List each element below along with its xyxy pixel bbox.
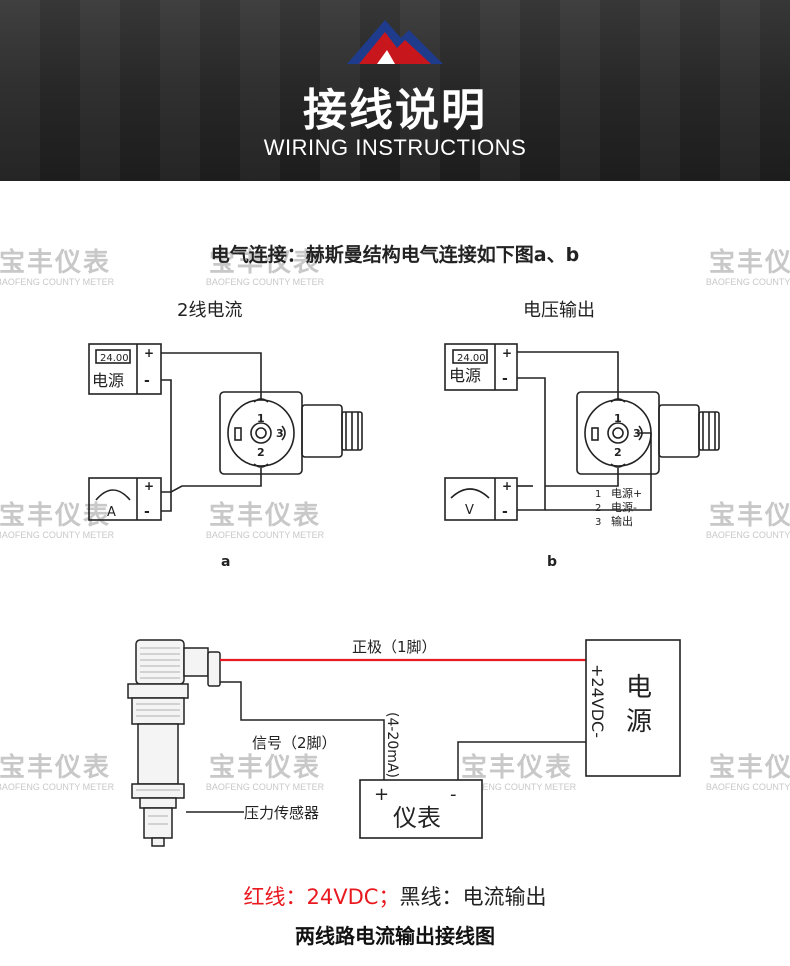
banner-title: 接线说明 [303, 85, 487, 136]
signal-wire [220, 681, 385, 780]
legend-text: 电源+ [611, 486, 642, 500]
ammeter-box [88, 477, 162, 521]
power-supply-box [585, 639, 681, 777]
diagram-b-title: 电压输出 [523, 300, 595, 321]
power-label: 电源 [449, 366, 481, 385]
ammeter-label: A [107, 505, 116, 520]
two-wire-diagram: 电源 仪表 + - 正极（1脚） 信号（2脚） 压力传感器 (4-20mA) +… [127, 638, 681, 847]
pin-2: 2 [614, 446, 622, 459]
pin-1: 1 [614, 412, 622, 425]
mountain-logo-icon [347, 20, 443, 64]
wire-legend: 红线：24VDC；黑线：电流输出 [0, 881, 790, 911]
pin-2: 2 [257, 446, 265, 459]
terminal-minus: - [502, 504, 508, 520]
legend-text: 电源- [611, 500, 637, 514]
red-wire-note: 红线：24VDC； [243, 885, 400, 909]
power-supply-box [444, 343, 518, 391]
pin-3: 3 [276, 427, 284, 440]
section-title: 电气连接：赫斯曼结构电气连接如下图a、b [210, 244, 580, 266]
header-banner: 接线说明 WIRING INSTRUCTIONS [0, 0, 790, 181]
banner-subtitle: WIRING INSTRUCTIONS [263, 135, 527, 160]
terminal-minus: - [502, 371, 508, 387]
diagram-b: 24.00 电源 + - + - V 1 2 3 1 电源+ 2 电源- 3 输… [444, 343, 720, 570]
pin-1: 1 [257, 412, 265, 425]
terminal-plus: + [144, 346, 154, 360]
meter-plus: + [374, 784, 389, 805]
meter-label: 仪表 [393, 804, 441, 832]
power-display: 24.00 [100, 353, 129, 364]
pin-3: 3 [633, 427, 641, 440]
legend-num: 2 [595, 503, 601, 514]
diagram-a-title: 2线电流 [177, 300, 243, 321]
connector-body [219, 391, 303, 475]
caption-b: b [547, 554, 557, 570]
black-wire-note: 黑线：电流输出 [399, 885, 547, 909]
banner-texture [0, 0, 790, 181]
positive-label: 正极（1脚） [352, 638, 437, 656]
current-range-label: (4-20mA) [384, 712, 400, 778]
diagram-a: 24.00 电源 + - + - A 1 2 3 a [88, 343, 363, 570]
meter-box [359, 779, 483, 839]
terminal-minus: - [144, 373, 150, 389]
terminal-plus: + [144, 479, 154, 493]
meter-minus: - [450, 784, 457, 805]
negative-wire [457, 741, 586, 780]
legend-num: 1 [595, 489, 601, 500]
pressure-sensor [127, 639, 221, 847]
power-supply-box [88, 343, 162, 395]
sensor-label: 压力传感器 [244, 804, 319, 822]
terminal-plus: + [502, 346, 512, 360]
legend-text: 输出 [611, 514, 633, 528]
terminal-minus: - [144, 504, 150, 520]
power-label: 电源 [92, 371, 124, 390]
voltmeter-box [444, 477, 518, 521]
caption-a: a [221, 554, 230, 570]
power-label-1: 电源 [626, 673, 652, 737]
terminal-plus: + [502, 479, 512, 493]
footer-title: 两线路电流输出接线图 [295, 924, 495, 948]
signal-label: 信号（2脚） [252, 734, 337, 752]
power-display: 24.00 [457, 353, 486, 364]
legend-num: 3 [595, 517, 601, 528]
voltmeter-label: V [465, 503, 474, 518]
power-voltage-label: +24VDC- [588, 664, 607, 738]
